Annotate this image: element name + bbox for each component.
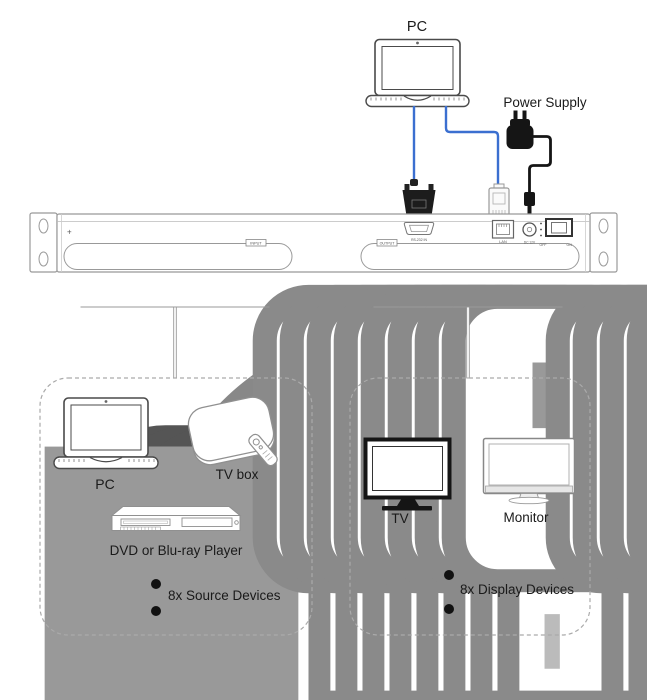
bullet-icon	[151, 606, 161, 616]
lan-label: LAN	[499, 240, 507, 244]
bullet-icon	[151, 579, 161, 589]
dc-plug-icon	[524, 192, 535, 206]
webcam-icon	[416, 41, 419, 45]
tv-label: TV	[391, 511, 408, 526]
dc-jack: DC 12V	[522, 222, 542, 244]
lan-port: LAN	[491, 219, 515, 244]
remote-icon	[248, 433, 278, 467]
power-supply-icon: Power Supply	[503, 95, 587, 217]
source-devices-box: PC TV box DVD or Blu-ray Player	[39, 377, 313, 636]
tv-icon	[363, 437, 452, 511]
bullet-icon	[444, 604, 454, 614]
lan-plug-icon	[488, 183, 510, 219]
lan-cable	[444, 106, 500, 188]
ground-label: +	[67, 228, 72, 237]
rack-ear-left	[29, 212, 58, 273]
rs232-plug-icon	[402, 179, 436, 216]
dvd-player-icon	[110, 506, 242, 531]
pc-top-label: PC	[407, 19, 427, 35]
tv-box-icon	[187, 396, 278, 467]
source-pc-laptop-icon	[53, 397, 159, 470]
webcam-icon	[104, 400, 108, 403]
rs232-label: RS-232 IN	[411, 238, 427, 242]
display-devices-box: TV Monitor 8x Display Devices	[349, 377, 591, 636]
dvd-label: DVD or Blu-ray Player	[110, 543, 243, 558]
bullet-icon	[444, 570, 454, 580]
output-label: OUTPUT	[380, 242, 396, 246]
matrix-switcher-device: + INPUT	[29, 212, 647, 700]
power-switch: OFF ON	[540, 218, 573, 247]
source-pc-label: PC	[95, 476, 114, 492]
input-label: INPUT	[250, 242, 262, 246]
hdmi-output-ports: OUTPUT	[360, 239, 647, 700]
dc-label: DC 12V	[524, 240, 536, 244]
source-caption: 8x Source Devices	[168, 588, 281, 603]
chassis	[56, 213, 591, 273]
rack-ear-right	[589, 212, 618, 273]
tv-box-label: TV box	[216, 467, 259, 482]
monitor-icon	[482, 437, 576, 505]
on-label: ON	[567, 243, 573, 247]
output-cable-harness	[373, 296, 647, 700]
display-caption: 8x Display Devices	[460, 582, 574, 597]
pc-cables	[412, 106, 500, 188]
hdmi-input-ports: INPUT	[63, 239, 647, 700]
power-supply-label: Power Supply	[503, 95, 587, 110]
rs232-port: RS-232 IN	[403, 222, 647, 700]
monitor-label: Monitor	[503, 510, 549, 525]
power-cable	[528, 135, 552, 194]
off-label: OFF	[540, 243, 547, 247]
pc-laptop-icon: PC	[365, 19, 470, 108]
